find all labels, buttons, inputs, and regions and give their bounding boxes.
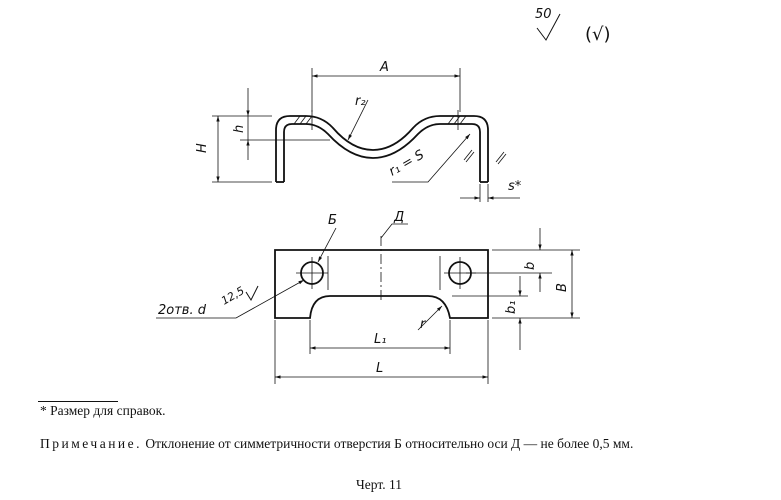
footnote-rule — [38, 401, 118, 402]
dim-L1-label: L₁ — [374, 332, 386, 347]
bend-thickness-marks — [463, 149, 507, 165]
dim-r2-label: r₂ — [355, 94, 366, 109]
footnote: * Размер для справок. — [40, 403, 166, 418]
dim-h: h — [232, 88, 330, 160]
dim-b1: b₁ — [452, 276, 528, 350]
dim-H-label: H — [195, 143, 210, 153]
dim-b: b — [466, 228, 552, 292]
holes-label: 2отв. d — [158, 303, 207, 318]
top-view-profile — [275, 110, 489, 183]
dim-b-label: b — [523, 262, 538, 270]
figure-caption: Черт. 11 — [356, 477, 402, 492]
dim-L-label: L — [376, 361, 383, 376]
dim-h-label: h — [232, 125, 247, 133]
bottom-view-plate — [274, 236, 489, 319]
label-B-hole: Б — [317, 213, 337, 263]
dim-B: B — [492, 249, 580, 319]
roughness-local: 12,5 — [219, 284, 247, 308]
label-D-axis: Д — [380, 210, 408, 239]
note-text: Отклонение от симметричности отверстия Б… — [145, 436, 634, 451]
label-D-text: Д — [393, 210, 404, 225]
note-label: Примечание. — [40, 436, 143, 451]
label-B-text: Б — [328, 213, 337, 228]
roughness-extra: (√) — [585, 24, 611, 45]
dim-r1-label: r₁ = S — [387, 147, 427, 179]
dim-r2: r₂ — [347, 94, 369, 141]
dim-s-label: s* — [508, 179, 522, 194]
dim-H: H — [195, 115, 272, 183]
dim-L: L — [274, 320, 489, 384]
dim-A-label: A — [379, 60, 389, 75]
note: Примечание. Отклонение от симметричности… — [40, 436, 633, 452]
dim-r-label: r — [420, 317, 427, 332]
dim-b1-label: b₁ — [504, 301, 519, 314]
roughness-value: 50 — [535, 7, 552, 22]
dim-s: s* — [460, 179, 522, 202]
dim-A: A — [311, 60, 461, 112]
holes-leader: 12,5 2отв. d — [156, 279, 305, 319]
dim-L1: L₁ — [309, 320, 451, 354]
dim-r: r — [417, 305, 443, 332]
roughness-symbol: 50 (√) — [535, 7, 611, 45]
dim-B-label: B — [555, 283, 570, 292]
